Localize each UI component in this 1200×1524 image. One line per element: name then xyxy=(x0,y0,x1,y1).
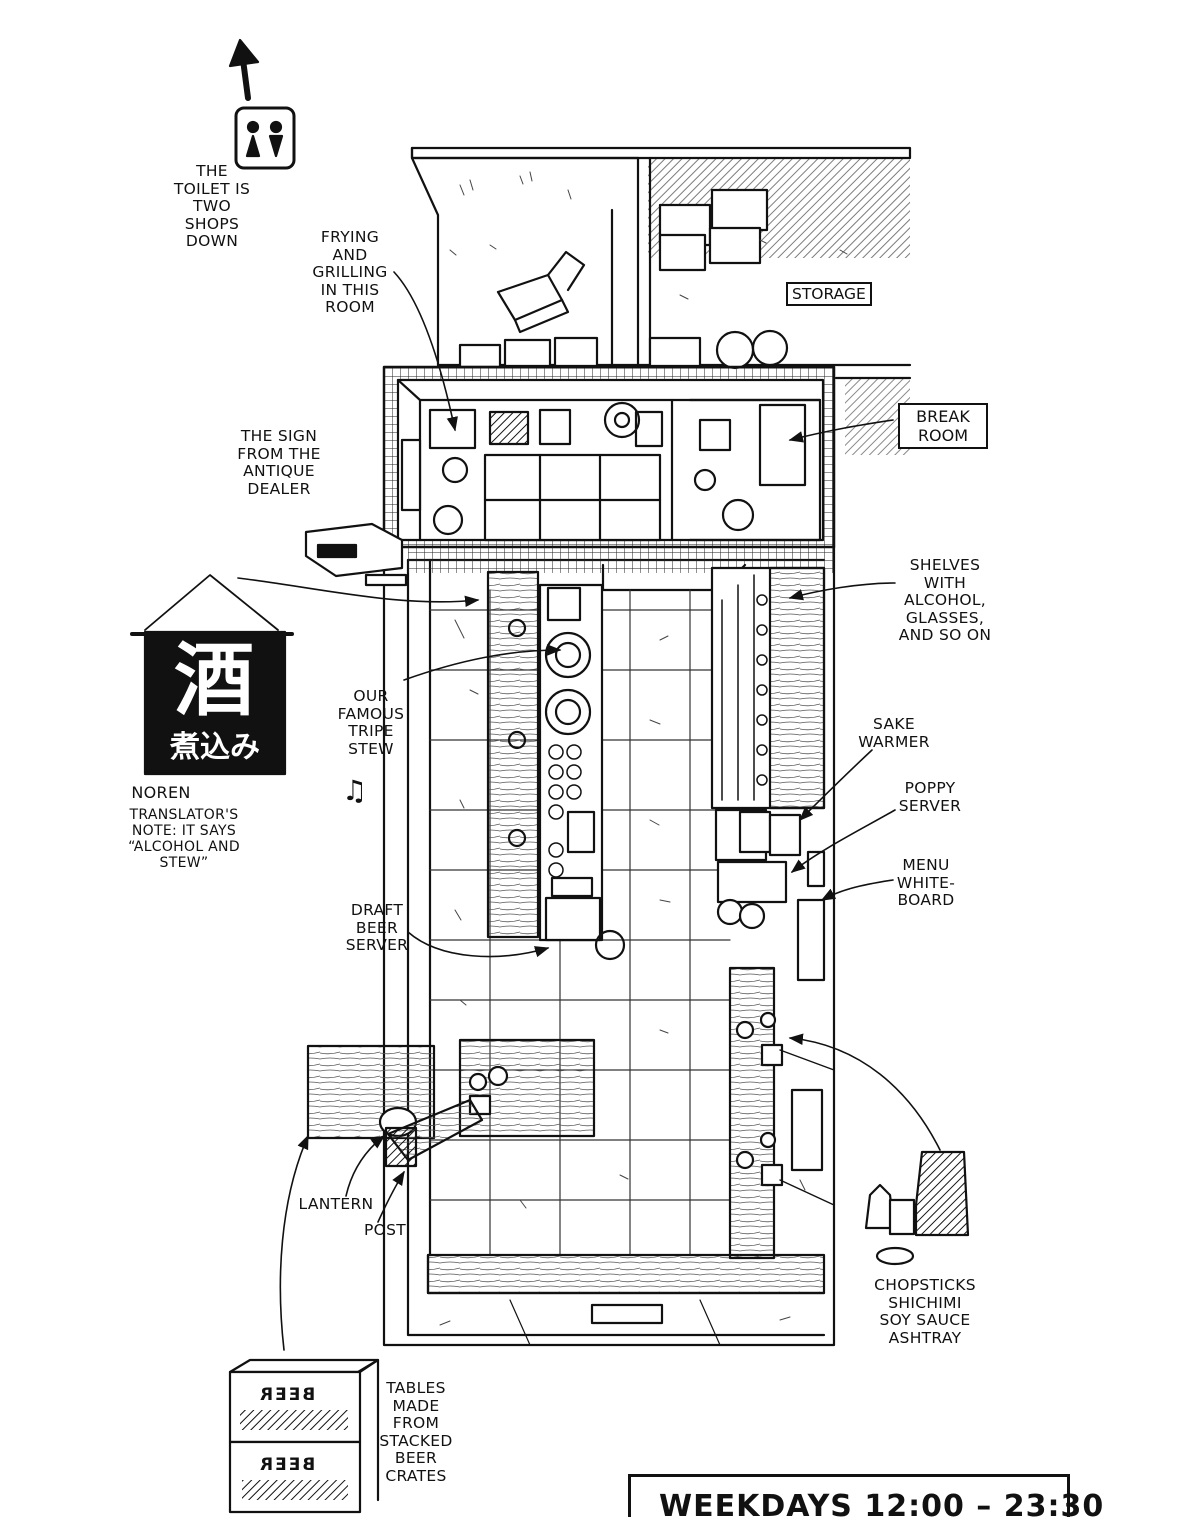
opening-hours-text: WEEKDAYS 12:00 – 23:30 xyxy=(659,1489,1105,1524)
antique-sign xyxy=(304,522,408,587)
noren-kanji-sake: 酒 xyxy=(174,633,254,727)
crate-tables xyxy=(306,1038,596,1140)
label-noren: NOREN xyxy=(131,783,191,802)
crate-label-bottom: BEER xyxy=(258,1455,316,1475)
label-storage: STORAGE xyxy=(786,282,872,306)
noren-kanji-stew: 煮込み xyxy=(170,730,260,765)
label-shelves: SHELVES WITH ALCOHOL, GLASSES, AND SO ON xyxy=(898,556,992,644)
label-tripe-stew: OUR FAMOUS TRIPE STEW xyxy=(337,687,405,758)
opening-hours-box: WEEKDAYS 12:00 – 23:30 xyxy=(628,1474,1103,1524)
right-bench xyxy=(728,966,835,1260)
beer-crate-stack xyxy=(228,1358,380,1514)
label-poppy-server: POPPY SERVER xyxy=(898,779,962,815)
label-antique-sign: THE SIGN FROM THE ANTIQUE DEALER xyxy=(237,427,321,498)
condiments-set xyxy=(864,1150,970,1266)
label-post: POST xyxy=(363,1221,407,1239)
lantern-and-post xyxy=(378,1098,484,1168)
label-lantern: LANTERN xyxy=(298,1195,374,1213)
label-menu-whiteboard: MENU WHITE- BOARD xyxy=(896,856,956,909)
noren-banner xyxy=(130,574,294,776)
label-condiments: CHOPSTICKS SHICHIMI SOY SAUCE ASHTRAY xyxy=(874,1276,976,1347)
label-break-room: BREAK ROOM xyxy=(898,403,988,449)
translator-note: TRANSLATOR'S NOTE: IT SAYS “ALCOHOL AND … xyxy=(128,807,240,871)
label-frying-grilling: FRYING AND GRILLING IN THIS ROOM xyxy=(312,228,388,316)
crate-label-top: BEER xyxy=(258,1385,316,1405)
label-draft-beer: DRAFT BEER SERVER xyxy=(345,901,409,954)
label-sake-warmer: SAKE WARMER xyxy=(858,715,930,751)
annotation-arrows xyxy=(237,271,941,1351)
alcohol-shelves xyxy=(710,566,826,982)
music-note-icon: ♫ xyxy=(342,774,368,807)
floor-texture-marks xyxy=(439,171,848,1326)
label-crate-tables: TABLES MADE FROM STACKED BEER CRATES xyxy=(379,1379,453,1485)
label-toilet: THE TOILET IS TWO SHOPS DOWN xyxy=(173,162,251,250)
kitchen-room xyxy=(382,365,912,549)
storage-room xyxy=(410,146,912,370)
bar-counter xyxy=(486,570,626,961)
toilet-sign-icon xyxy=(234,106,296,170)
toilet-direction-arrow xyxy=(228,38,260,101)
